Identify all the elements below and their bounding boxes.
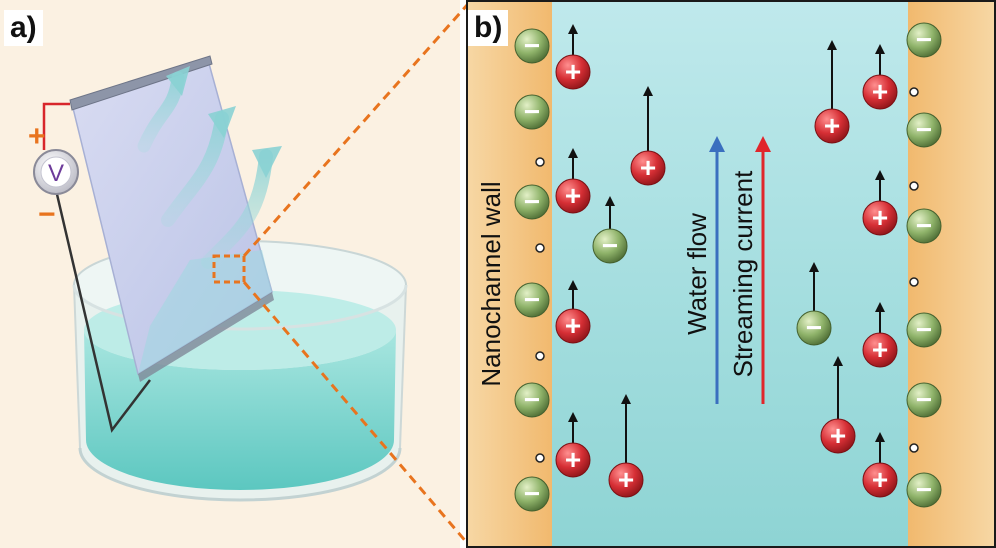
positive-sign: + <box>872 76 888 107</box>
ion-motion-arrow <box>809 262 819 311</box>
wall-negative-charge: − <box>514 94 550 130</box>
water-flow-label: Water flow <box>682 213 712 335</box>
wall-negative-charge: − <box>906 382 942 418</box>
water-flow-arrow <box>709 136 725 404</box>
negative-sign: − <box>916 314 932 345</box>
wall-negative-charge: − <box>906 112 942 148</box>
negative-sign: − <box>524 96 540 127</box>
positive-sign: + <box>872 464 888 495</box>
wall-negative-charge: − <box>906 312 942 348</box>
zoom-region-box <box>212 254 246 284</box>
wall-site-marker <box>909 181 919 191</box>
positive-sign: + <box>565 56 581 87</box>
nanochannel-wall-label: Nanochannel wall <box>476 181 506 386</box>
positive-sign: + <box>830 420 846 451</box>
positive-ion: + <box>555 178 591 214</box>
ion-motion-arrow <box>568 24 578 55</box>
ion-motion-arrow <box>875 170 885 201</box>
wall-negative-charge: − <box>906 208 942 244</box>
panel-a-label: a) <box>4 10 43 46</box>
positive-ion: + <box>862 462 898 498</box>
panel-b-label: b) <box>468 10 509 46</box>
voltmeter-symbol: V <box>48 160 64 187</box>
minus-terminal-label: − <box>38 198 56 231</box>
negative-sign: − <box>916 210 932 241</box>
negative-sign: − <box>806 312 822 343</box>
positive-ion: + <box>608 462 644 498</box>
ion-motion-arrow <box>875 432 885 463</box>
positive-ion: + <box>555 442 591 478</box>
positive-sign: + <box>640 152 656 183</box>
positive-sign: + <box>872 334 888 365</box>
wall-negative-charge: − <box>514 382 550 418</box>
ion-motion-arrow <box>875 44 885 75</box>
ion-motion-arrow <box>568 280 578 309</box>
ion-motion-arrow <box>621 394 631 463</box>
plus-terminal-label: + <box>28 120 46 153</box>
water <box>84 330 396 490</box>
negative-sign: − <box>524 284 540 315</box>
negative-sign: − <box>524 478 540 509</box>
positive-ion: + <box>862 74 898 110</box>
negative-sign: − <box>524 30 540 61</box>
positive-sign: + <box>565 180 581 211</box>
positive-sign: + <box>565 310 581 341</box>
ion-motion-arrow <box>605 196 615 229</box>
positive-sign: + <box>618 464 634 495</box>
wall-site-marker <box>535 351 545 361</box>
wall-negative-charge: − <box>906 472 942 508</box>
wall-site-marker <box>535 157 545 167</box>
positive-ion: + <box>862 332 898 368</box>
wall-site-marker <box>535 453 545 463</box>
ion-motion-arrow <box>568 412 578 443</box>
positive-ion: + <box>820 418 856 454</box>
positive-ion: + <box>814 108 850 144</box>
negative-sign: − <box>602 230 618 261</box>
wall-site-marker <box>909 87 919 97</box>
panel-a-illustration: V + − <box>0 0 460 548</box>
negative-sign: − <box>524 186 540 217</box>
positive-sign: + <box>565 444 581 475</box>
negative-sign: − <box>916 24 932 55</box>
wall-negative-charge: − <box>514 184 550 220</box>
negative-sign: − <box>524 384 540 415</box>
positive-ion: + <box>630 150 666 186</box>
positive-ion: + <box>555 308 591 344</box>
streaming-current-label: Streaming current <box>728 170 758 377</box>
wall-negative-charge: − <box>514 28 550 64</box>
ion-motion-arrow <box>833 356 843 419</box>
ion-motion-arrow <box>643 86 653 151</box>
circuit-wires <box>42 102 151 433</box>
streaming-current-arrow <box>755 136 771 404</box>
wall-site-marker <box>909 277 919 287</box>
wall-site-marker <box>909 443 919 453</box>
vapor-arrowheads <box>166 66 282 178</box>
voltmeter: V <box>33 149 79 195</box>
positive-sign: + <box>872 202 888 233</box>
wall-site-marker <box>535 243 545 253</box>
positive-sign: + <box>824 110 840 141</box>
right-nanochannel-wall <box>908 2 994 546</box>
ion-motion-arrow <box>875 302 885 333</box>
wall-negative-charge: − <box>906 22 942 58</box>
ion-motion-arrow <box>568 148 578 179</box>
negative-sign: − <box>916 114 932 145</box>
wall-negative-charge: − <box>514 282 550 318</box>
negative-ion: − <box>796 310 832 346</box>
positive-ion: + <box>862 200 898 236</box>
positive-ion: + <box>555 54 591 90</box>
negative-sign: − <box>916 384 932 415</box>
negative-ion: − <box>592 228 628 264</box>
water-channel <box>552 2 908 546</box>
ion-layer: −−−−−−−−−−−−+++++−++++−+++ <box>514 22 942 512</box>
panel-b-illustration: Nanochannel wall Water flow Streaming cu… <box>466 0 996 548</box>
negative-sign: − <box>916 474 932 505</box>
ion-motion-arrow <box>827 40 837 109</box>
wall-negative-charge: − <box>514 476 550 512</box>
